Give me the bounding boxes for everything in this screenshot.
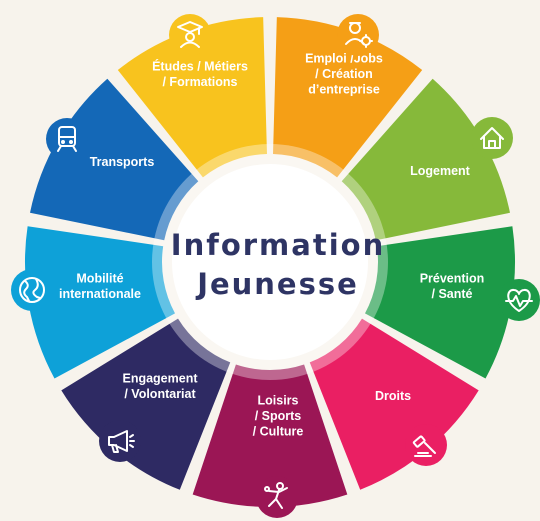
segment-label-emploi: Emploi /Jobs/ Création d’entreprise	[305, 52, 383, 97]
segment-label-droits: Droits	[375, 389, 411, 403]
segment-label-line: Prévention	[420, 271, 485, 285]
segment-droits	[309, 318, 479, 490]
segment-label-logement: Logement	[410, 164, 471, 178]
segment-label-line: Logement	[410, 164, 471, 178]
segment-label-transports: Transports	[90, 155, 155, 169]
worker-gear-icon	[337, 14, 379, 56]
icons-group	[11, 14, 540, 518]
segment-prevention	[365, 226, 515, 379]
segment-etudes	[117, 17, 267, 178]
segment-label-line: / Volontariat	[124, 387, 196, 401]
center-disc	[172, 164, 368, 360]
segment-engagement	[61, 318, 231, 490]
segment-label-line: internationale	[59, 287, 141, 301]
megaphone-icon	[99, 420, 141, 462]
segment-label-mobilite: Mobilité internationale	[59, 271, 141, 301]
segment-label-line: Études / Métiers	[152, 58, 248, 73]
center-title-line1: Information	[171, 228, 385, 262]
segment-label-engagement: Engagement / Volontariat	[122, 371, 198, 401]
segment-label-line: / Santé	[432, 287, 473, 301]
house-icon	[471, 117, 513, 159]
segment-mobilite	[24, 226, 175, 379]
graduate-icon	[169, 14, 211, 56]
segment-label-line: / Culture	[253, 425, 304, 439]
segment-loisirs	[192, 364, 348, 507]
segment-label-line: Mobilité	[76, 271, 123, 285]
segment-label-line: Emploi /Jobs	[305, 52, 383, 66]
segment-label-line: / Formations	[162, 75, 237, 89]
segment-label-prevention: Prévention / Santé	[420, 271, 485, 301]
globe-icon	[11, 269, 53, 311]
center-title-line2: Jeunesse	[195, 267, 359, 301]
train-icon	[46, 118, 88, 160]
heartbeat-icon	[498, 279, 540, 321]
segment-label-line: Engagement	[122, 371, 198, 385]
athlete-icon	[256, 476, 298, 518]
segment-label-loisirs: Loisirs/ Sports / Culture	[253, 394, 304, 439]
segment-label-line: / Sports	[255, 409, 302, 423]
gavel-icon	[405, 424, 447, 466]
segment-label-line: Transports	[90, 155, 155, 169]
segment-label-line: d’entreprise	[308, 83, 380, 97]
segment-label-line: Droits	[375, 389, 411, 403]
segment-label-line: / Création	[315, 67, 373, 81]
segment-logement	[341, 78, 510, 241]
segment-label-etudes: Études / Métiers / Formations	[152, 58, 248, 89]
segment-emploi	[273, 17, 423, 178]
segments-group: Emploi /Jobs/ Création d’entrepriseLogeme…	[24, 17, 515, 507]
segment-label-line: Loisirs	[258, 394, 299, 408]
